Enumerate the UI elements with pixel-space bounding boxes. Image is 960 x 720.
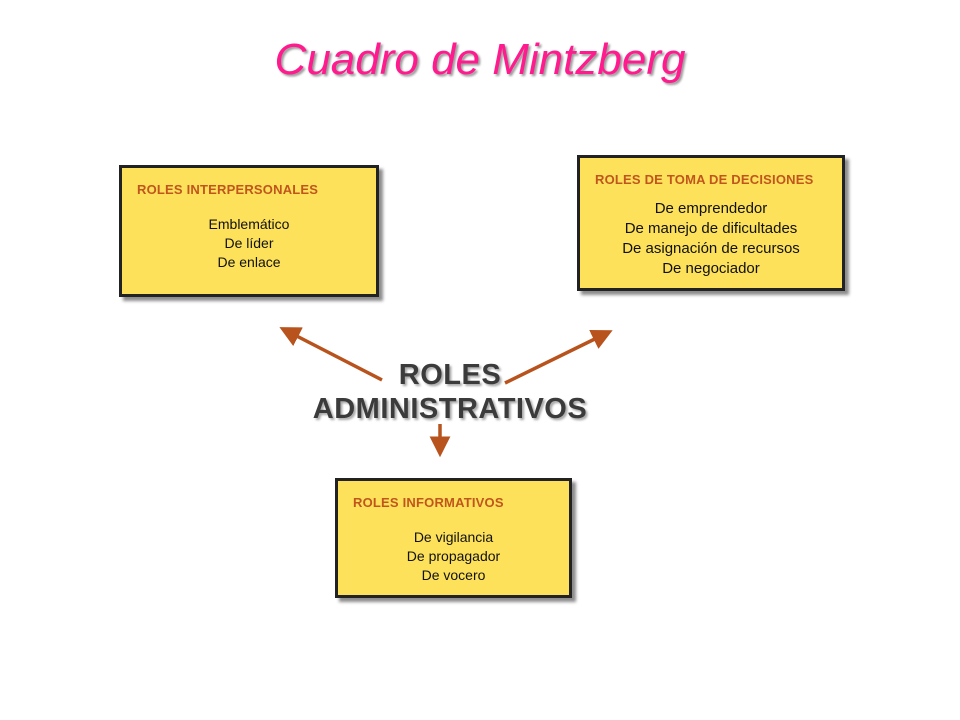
central-node-line2: ADMINISTRATIVOS [312, 393, 588, 425]
list-item: Emblemático [208, 216, 290, 232]
informative-roles-list: De vigilancia De propagador De vocero [338, 528, 569, 585]
list-item: De vigilancia [413, 529, 494, 545]
list-item: De enlace [217, 254, 281, 270]
list-item: De vocero [421, 567, 486, 583]
interpersonal-roles-list: Emblemático De líder De enlace [122, 215, 376, 272]
central-node: ROLES ADMINISTRATIVOS [300, 358, 600, 426]
central-node-line1: ROLES [398, 359, 502, 391]
decision-roles-list: De emprendedor De manejo de dificultades… [580, 199, 842, 279]
arrow-to-interpersonal [279, 327, 383, 382]
list-item: De asignación de recursos [622, 240, 800, 257]
arrow-to-decisions [504, 330, 613, 385]
informative-roles-heading: ROLES INFORMATIVOS [353, 495, 504, 510]
interpersonal-roles-box: ROLES INTERPERSONALES Emblemático De líd… [119, 165, 379, 297]
list-item: De propagador [406, 548, 501, 564]
decision-roles-heading: ROLES DE TOMA DE DECISIONES [595, 172, 814, 187]
list-item: De emprendedor [654, 200, 768, 217]
list-item: De negociador [662, 260, 760, 277]
interpersonal-roles-heading: ROLES INTERPERSONALES [137, 182, 319, 197]
informative-roles-box: ROLES INFORMATIVOS De vigilancia De prop… [335, 478, 572, 598]
decision-roles-box: ROLES DE TOMA DE DECISIONES De emprended… [577, 155, 845, 291]
page-title: Cuadro de Mintzberg [274, 35, 686, 84]
list-item: De líder [224, 235, 274, 251]
list-item: De manejo de dificultades [624, 220, 798, 237]
